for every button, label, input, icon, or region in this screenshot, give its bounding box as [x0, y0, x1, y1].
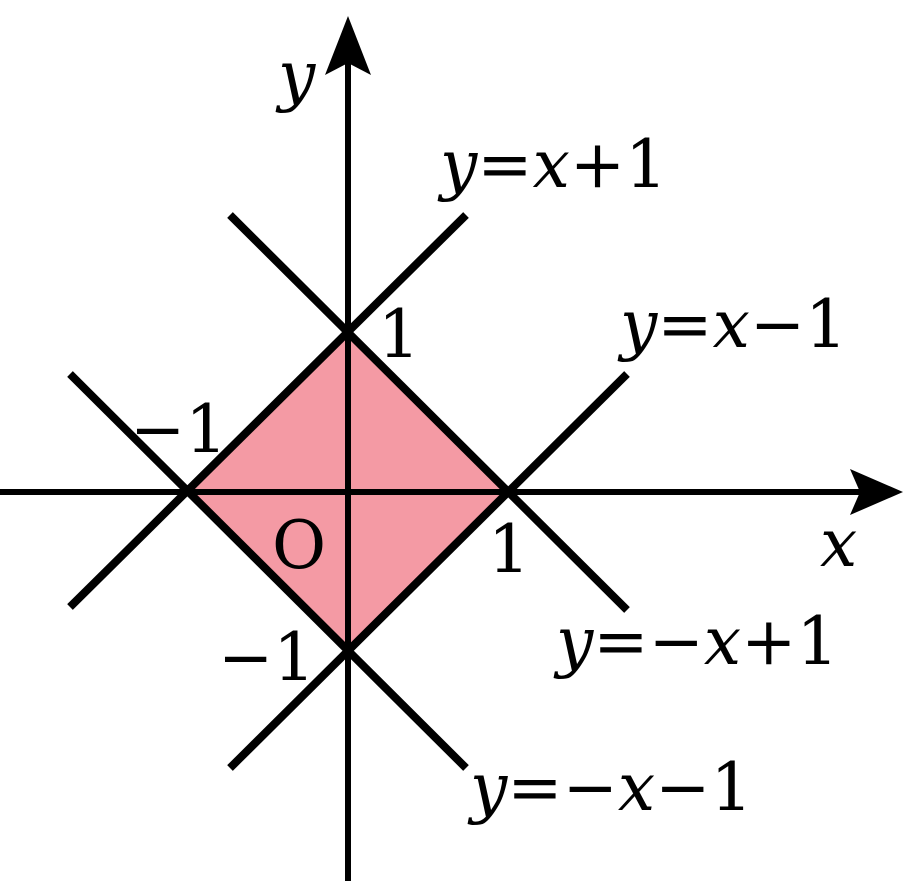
x-axis-arrowhead [850, 469, 903, 515]
equation-label-y-eq-neg-x-minus-1: y=−x−1 [467, 749, 752, 826]
equation-label-y-eq-x-plus-1: y=x+1 [437, 126, 667, 203]
equation-label-y-eq-neg-x-plus-1: y=−x+1 [553, 603, 838, 680]
x-tick-neg1: −1 [130, 391, 227, 468]
y-tick-neg1: −1 [218, 619, 315, 696]
line-y-eq-neg-x-plus-1 [227, 212, 630, 613]
x-tick-1: 1 [488, 511, 530, 588]
x-axis-label: x [820, 505, 857, 582]
line-y-eq-neg-x-minus-1 [67, 371, 469, 771]
y-tick-1: 1 [378, 296, 420, 373]
origin-label: O [272, 507, 326, 584]
y-axis-label: y [275, 37, 316, 114]
equation-label-y-eq-x-minus-1: y=x−1 [617, 286, 847, 363]
line-y-eq-x-plus-1 [67, 212, 469, 610]
y-axis-arrowhead [325, 16, 371, 75]
line-y-eq-x-minus-1 [227, 371, 630, 771]
